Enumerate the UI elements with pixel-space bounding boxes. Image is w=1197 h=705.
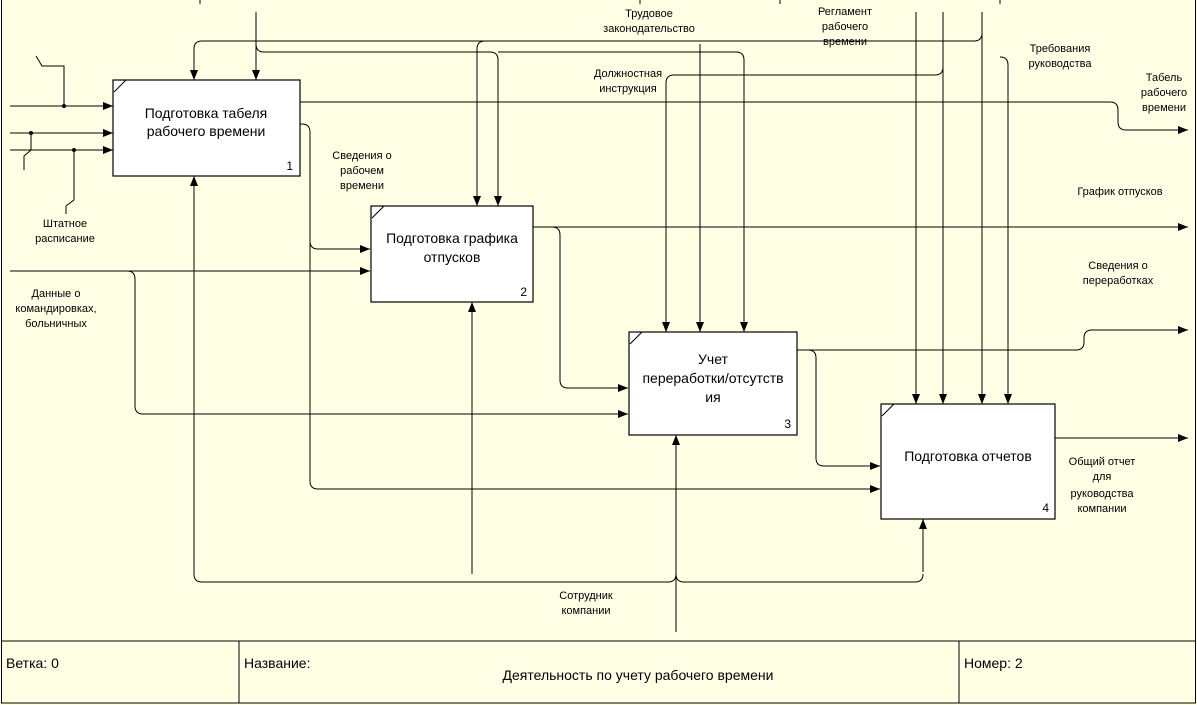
activity-box-4[interactable]: Подготовка отчетов 4 (880, 403, 1056, 520)
footer-number-label: Номер: (964, 655, 1011, 671)
squiggle-shtat (65, 150, 75, 214)
arrows (10, 12, 1188, 632)
arrow-pererab-output (797, 326, 1188, 351)
footer-frame (1, 640, 1196, 704)
footer-number-value: 2 (1015, 655, 1023, 671)
junction-shtat (72, 148, 76, 152)
arrow-control-to-3 (498, 51, 748, 332)
footer-branch: Ветка: 0 (6, 655, 59, 671)
line-control-branch (255, 43, 499, 61)
footer-branch-value: 0 (51, 655, 59, 671)
box-4-number: 4 (1042, 501, 1049, 515)
line-mech-right-bus (675, 573, 924, 583)
box-1-number: 1 (286, 159, 293, 173)
box-3-number: 3 (784, 417, 791, 431)
footer-name-label: Название: (244, 655, 310, 671)
squiggle-otpuska (23, 133, 32, 170)
diagram-footer: Ветка: 0 Название: Деятельность по учету… (1, 640, 1196, 704)
arrow-komand-to-3 (126, 270, 628, 418)
junction-forma (62, 104, 66, 108)
arrow-3-to-4 (797, 349, 880, 470)
arrow-svedrab-to-2 (300, 123, 370, 253)
box-4-title: Подготовка отчетов (904, 448, 1032, 464)
box-2-corner-mark (371, 205, 385, 219)
box-2-frame (370, 205, 534, 303)
junction-otpuska (29, 131, 33, 135)
squiggle-forma (35, 55, 65, 106)
box-4-frame (880, 403, 1056, 520)
line-mech-left-bus (193, 573, 677, 583)
footer-branch-label: Ветка: (6, 655, 47, 671)
box-3-corner-mark (629, 331, 643, 345)
box-4-corner-mark (881, 403, 895, 417)
box-3-frame (628, 331, 798, 436)
box-1-frame (112, 79, 301, 177)
box-2-number: 2 (520, 285, 527, 299)
label-grafik: График отпусков (1077, 186, 1162, 198)
arrow-reglament-to-1 (190, 40, 485, 80)
arrow-tabel-output (300, 101, 1188, 134)
arrow-treb-to-4 (999, 56, 1012, 404)
footer-number: Номер: 2 (964, 655, 1023, 671)
arrow-svedrab-to-4 (309, 240, 880, 493)
arrow-2-to-3 (533, 226, 628, 392)
footer-name-value: Деятельность по учету рабочего времени (503, 667, 774, 683)
box-1-corner-mark (113, 79, 127, 93)
